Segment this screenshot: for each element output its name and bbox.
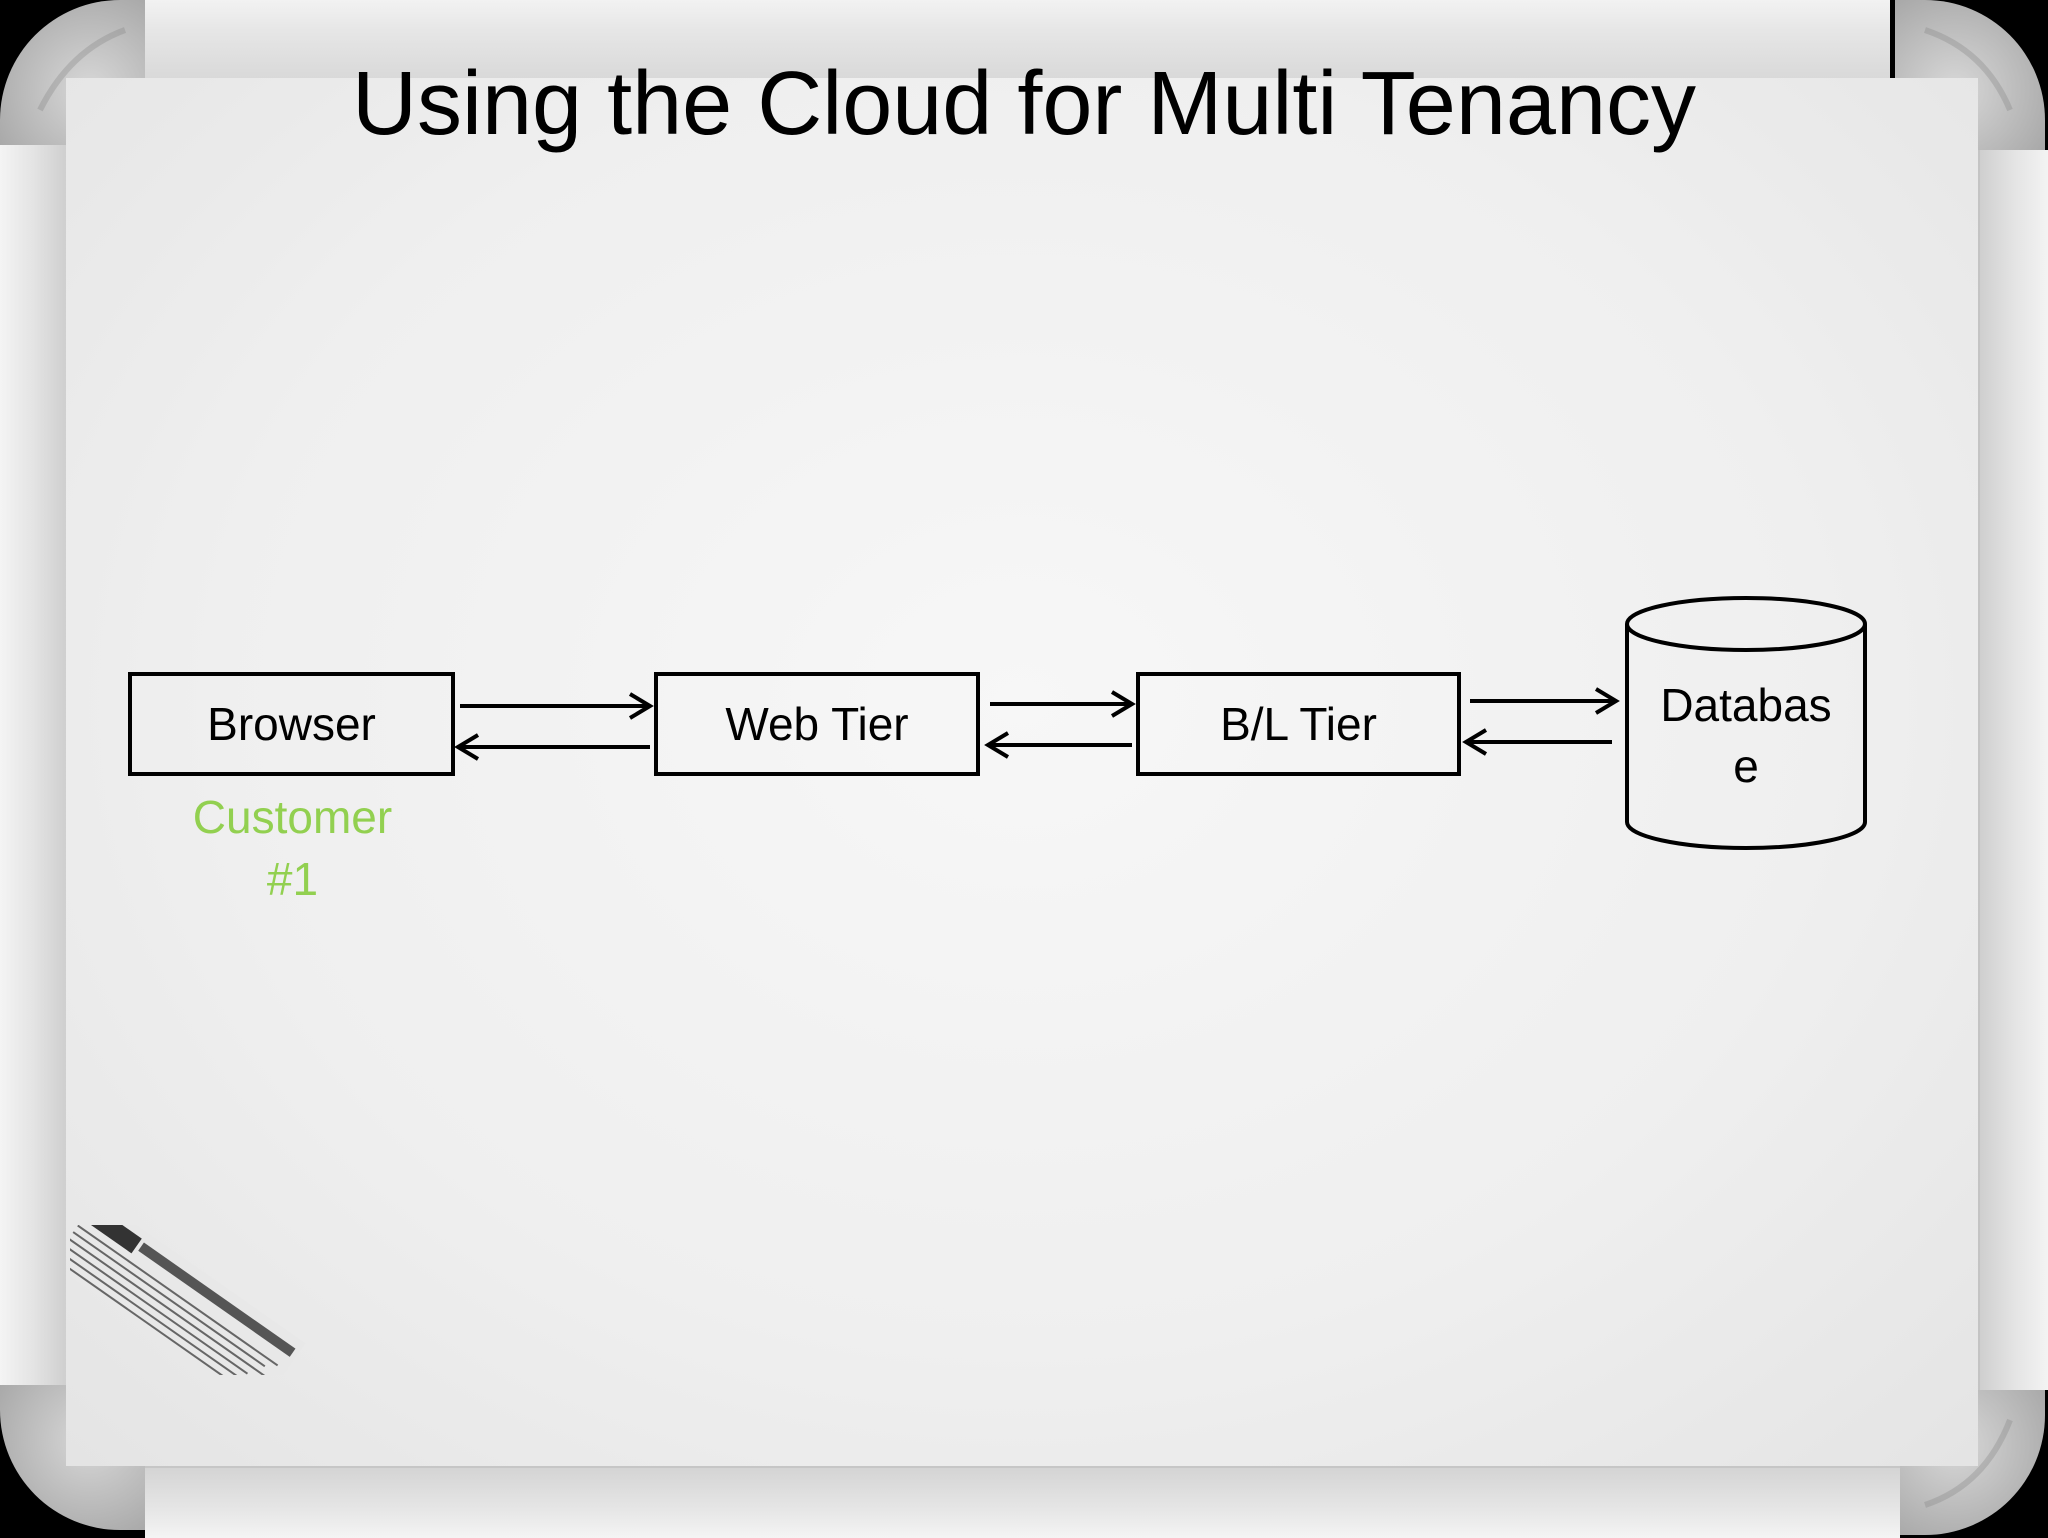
browser-node: Browser — [128, 672, 455, 776]
frame-top — [145, 0, 1890, 80]
arrow-db-to-bl — [1462, 728, 1612, 756]
customer-label: Customer #1 — [150, 786, 435, 910]
arrow-web-to-browser — [454, 733, 650, 761]
web-tier-node: Web Tier — [654, 672, 980, 776]
slide-title: Using the Cloud for Multi Tenancy — [351, 54, 1697, 154]
frame-bottom — [145, 1466, 1900, 1538]
database-cylinder — [1625, 596, 1867, 850]
bl-tier-node-label: B/L Tier — [1220, 698, 1377, 750]
customer-label-line2: #1 — [266, 853, 319, 905]
arrow-web-to-bl — [990, 690, 1136, 718]
web-tier-node-label: Web Tier — [725, 698, 909, 750]
browser-node-label: Browser — [207, 698, 376, 750]
arrow-browser-to-web — [460, 692, 654, 720]
frame-logo-marks — [37, 27, 2013, 1508]
customer-label-line1: Customer — [192, 791, 393, 843]
frame-right — [1978, 150, 2048, 1390]
arrow-bl-to-db — [1470, 687, 1620, 715]
arrow-bl-to-web — [984, 731, 1132, 759]
database-node-label: Databas e — [1626, 675, 1866, 797]
bl-tier-node: B/L Tier — [1136, 672, 1461, 776]
database-label-line2: e — [1733, 740, 1759, 792]
database-label-line1: Databas — [1660, 679, 1832, 731]
manufacturer-sticker — [70, 1225, 306, 1375]
